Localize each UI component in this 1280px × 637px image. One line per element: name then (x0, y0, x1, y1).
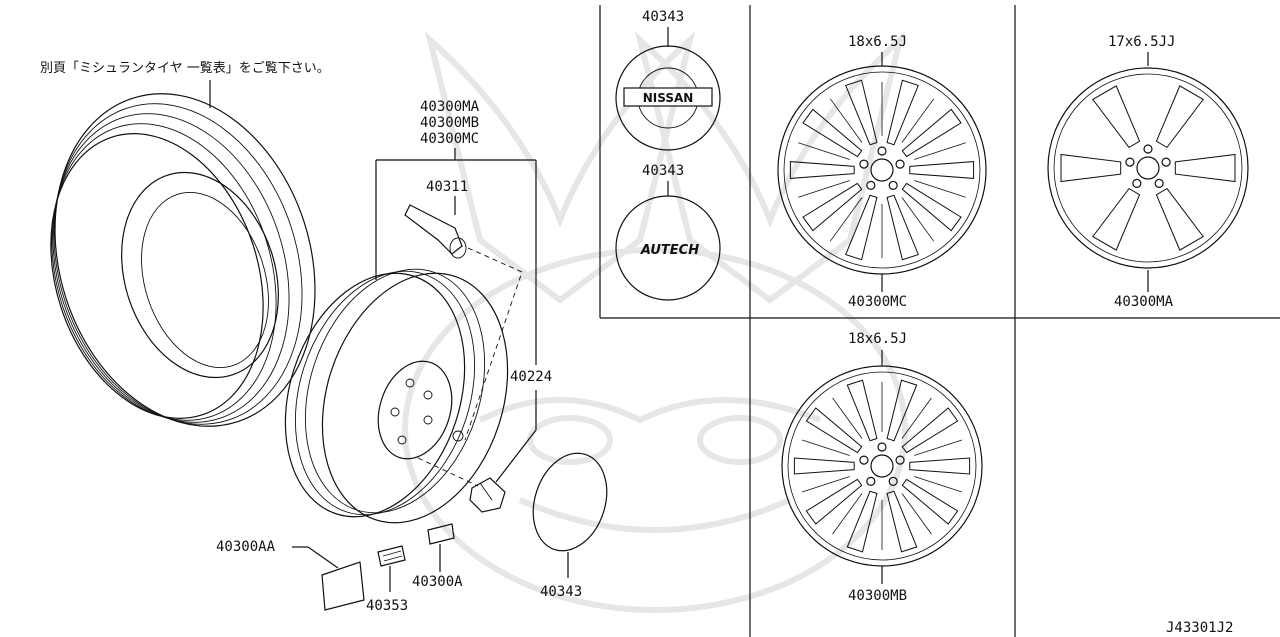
center-cap-plain-drawing (532, 452, 608, 578)
nissan-cap-drawing: NISSAN (615, 45, 721, 151)
wheel-ma-part-number: 40300MA (1114, 294, 1174, 310)
wheel-mc-drawing (777, 65, 987, 275)
diagram-code: J43301J2 (1166, 620, 1233, 636)
valve-group-bracket (375, 148, 537, 365)
part-number-40353: 40353 (366, 598, 408, 614)
valve-stem-drawing (404, 204, 467, 259)
nissan-logo-text: NISSAN (643, 91, 694, 105)
part-number-40300mb: 40300MB (420, 115, 479, 131)
watermark-emblem (402, 31, 908, 613)
tire-reference-note: 別頁「ミシュランタイヤ 一覧表」をご覧下さい。 (40, 60, 330, 76)
wheel-mb-part-number: 40300MB (848, 588, 907, 604)
wheel-nut-drawing (469, 477, 506, 513)
part-number-40300mc: 40300MC (420, 131, 479, 147)
panel-frame (599, 5, 1280, 637)
tire-drawing (50, 80, 316, 427)
part-number-valve: 40311 (426, 179, 468, 195)
autech-logo-text: AUTECH (640, 243, 699, 258)
autech-cap-drawing: AUTECH (615, 195, 721, 301)
wheel-mc-part-number: 40300MC (848, 294, 907, 310)
part-number-40300aa: 40300AA (216, 539, 276, 555)
wheel-mb-drawing (781, 365, 983, 567)
wheel-ma-size: 17x6.5JJ (1108, 34, 1175, 50)
cap-nissan-part-number: 40343 (642, 9, 684, 25)
part-number-center-cap: 40343 (540, 584, 582, 600)
wheel-mc-size: 18x6.5J (848, 34, 907, 50)
part-number-40300ma: 40300MA (420, 99, 480, 115)
balance-weights-drawing (292, 523, 455, 611)
wheel-ma-drawing (1047, 67, 1249, 269)
part-number-wheel-nut: 40224 (510, 369, 552, 385)
part-number-40300a: 40300A (412, 574, 463, 590)
cap-autech-part-number: 40343 (642, 163, 684, 179)
wheel-mb-size: 18x6.5J (848, 331, 907, 347)
rim-drawing (284, 268, 509, 524)
dashed-leaders (417, 247, 523, 487)
